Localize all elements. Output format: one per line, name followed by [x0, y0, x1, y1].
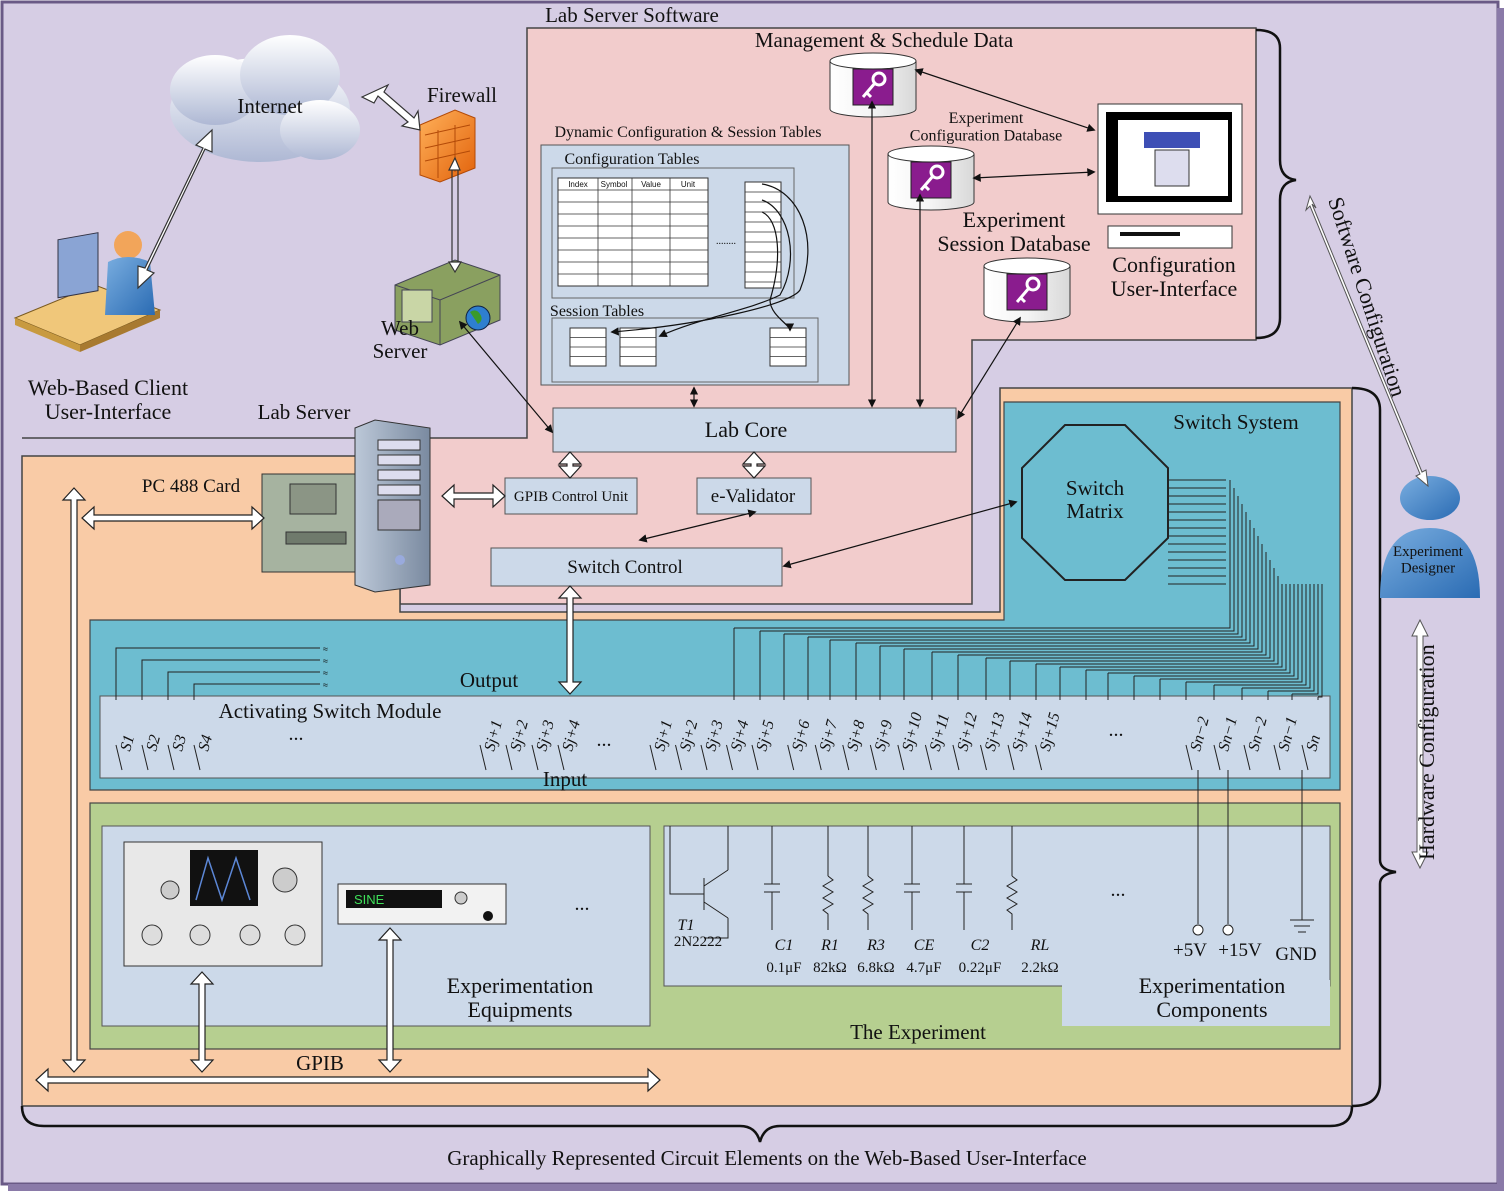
dynamic-config-title: Dynamic Configuration & Session Tables: [555, 124, 822, 141]
power-label: GND: [1275, 944, 1316, 965]
switch-label-end: Sn: [1303, 733, 1324, 753]
switch-label-left: S3: [169, 733, 190, 753]
ellipsis: ...: [1109, 719, 1124, 741]
e-validator-box: [696, 477, 812, 515]
activating-switch-module-label: Activating Switch Module: [219, 699, 442, 723]
client-user-icon: [13, 231, 162, 352]
experiment-designer-icon: [1380, 476, 1480, 598]
management-schedule-title: Management & Schedule Data: [755, 28, 1014, 52]
svg-text:≈: ≈: [323, 656, 328, 666]
hardware-configuration-label: Hardware Configuration: [1414, 644, 1439, 860]
svg-text:≈: ≈: [323, 668, 328, 678]
internet-cloud-icon: [170, 35, 360, 162]
output-label: Output: [460, 668, 519, 692]
internet-label: Internet: [237, 94, 302, 118]
management-db-icon: [829, 52, 917, 118]
firewall-label: Firewall: [427, 83, 497, 107]
svg-text:≈: ≈: [323, 644, 328, 654]
switch-glyphs: [115, 744, 1309, 771]
switch-control-label: Switch Control: [567, 557, 683, 578]
component-symbols: [669, 770, 1314, 939]
switch-label-left: S1: [117, 733, 138, 753]
component-value: 6.8kΩ: [857, 960, 894, 976]
net-arrows: [137, 83, 463, 290]
config-ui-computer-icon: [1097, 103, 1243, 249]
component-name: R1: [820, 937, 839, 954]
bottom-caption: Graphically Represented Circuit Elements…: [447, 1146, 1087, 1170]
software-arrows: [458, 68, 1096, 569]
oscilloscope-icon: [123, 841, 323, 967]
power-label: +5V: [1173, 940, 1207, 961]
component-value: 4.7μF: [906, 960, 941, 976]
ellipsis: ...: [597, 729, 612, 751]
ellipsis: ...: [575, 893, 590, 915]
configuration-braces: [20, 28, 1397, 1143]
component-name: C2: [971, 937, 990, 954]
power-label: +15V: [1218, 940, 1262, 961]
gpib-label: GPIB: [296, 1051, 344, 1075]
designer-arrows: [1304, 194, 1429, 870]
configuration-tables-title: Configuration Tables: [564, 151, 699, 168]
component-value: 82kΩ: [813, 960, 847, 976]
ellipsis: ...: [1111, 879, 1126, 901]
config-table: [557, 177, 709, 287]
svg-text:≈: ≈: [323, 680, 328, 690]
lab-core-box: [552, 407, 957, 453]
component-value: 0.1μF: [766, 960, 801, 976]
generator-display: SINE: [354, 892, 385, 907]
ellipsis: ...: [289, 723, 304, 745]
activating-switch-module: [99, 695, 1331, 779]
switch-matrix-icon: [1021, 424, 1169, 581]
lab-server-tower-icon: [354, 419, 431, 593]
experiment-config-db-icon: [887, 145, 975, 211]
component-name: C1: [775, 937, 794, 954]
switch-system-title: Switch System: [1173, 410, 1298, 434]
lab-server-label: Lab Server: [258, 400, 351, 424]
table-ellipsis: ........: [716, 236, 736, 247]
gpib-control-unit-label: GPIB Control Unit: [514, 489, 629, 505]
firewall-icon: [419, 109, 476, 183]
component-name: RL: [1030, 937, 1050, 954]
session-tables-title: Session Tables: [550, 303, 644, 320]
component-name: CE: [914, 937, 935, 954]
component-name: T1: [678, 917, 695, 934]
switch-label-left: S2: [143, 733, 164, 753]
pc-488-card-label: PC 488 Card: [142, 476, 241, 497]
matrix-wires: [115, 479, 1323, 700]
hollow-arrows: [35, 451, 767, 1093]
lab-server-software-title: Lab Server Software: [545, 3, 719, 27]
config-table-header: Value: [641, 180, 661, 189]
input-label: Input: [543, 767, 587, 791]
e-validator-label: e-Validator: [711, 486, 796, 507]
function-generator-icon: [337, 883, 507, 925]
lab-core-label: Lab Core: [705, 417, 787, 442]
experiment-session-db-icon: [983, 257, 1071, 323]
components-panel: [663, 825, 1331, 987]
config-table-header: Symbol: [601, 180, 628, 189]
component-value: 2N2222: [674, 934, 722, 950]
switch-label-left: S4: [195, 733, 216, 753]
config-list-table: [744, 181, 782, 289]
switch-control-box: [490, 547, 783, 587]
config-table-header: Index: [568, 180, 588, 189]
config-table-header: Unit: [681, 180, 696, 189]
component-value: 2.2kΩ: [1021, 960, 1058, 976]
component-value: 0.22μF: [959, 960, 1002, 976]
the-experiment-label: The Experiment: [850, 1020, 986, 1044]
component-name: R3: [866, 937, 885, 954]
